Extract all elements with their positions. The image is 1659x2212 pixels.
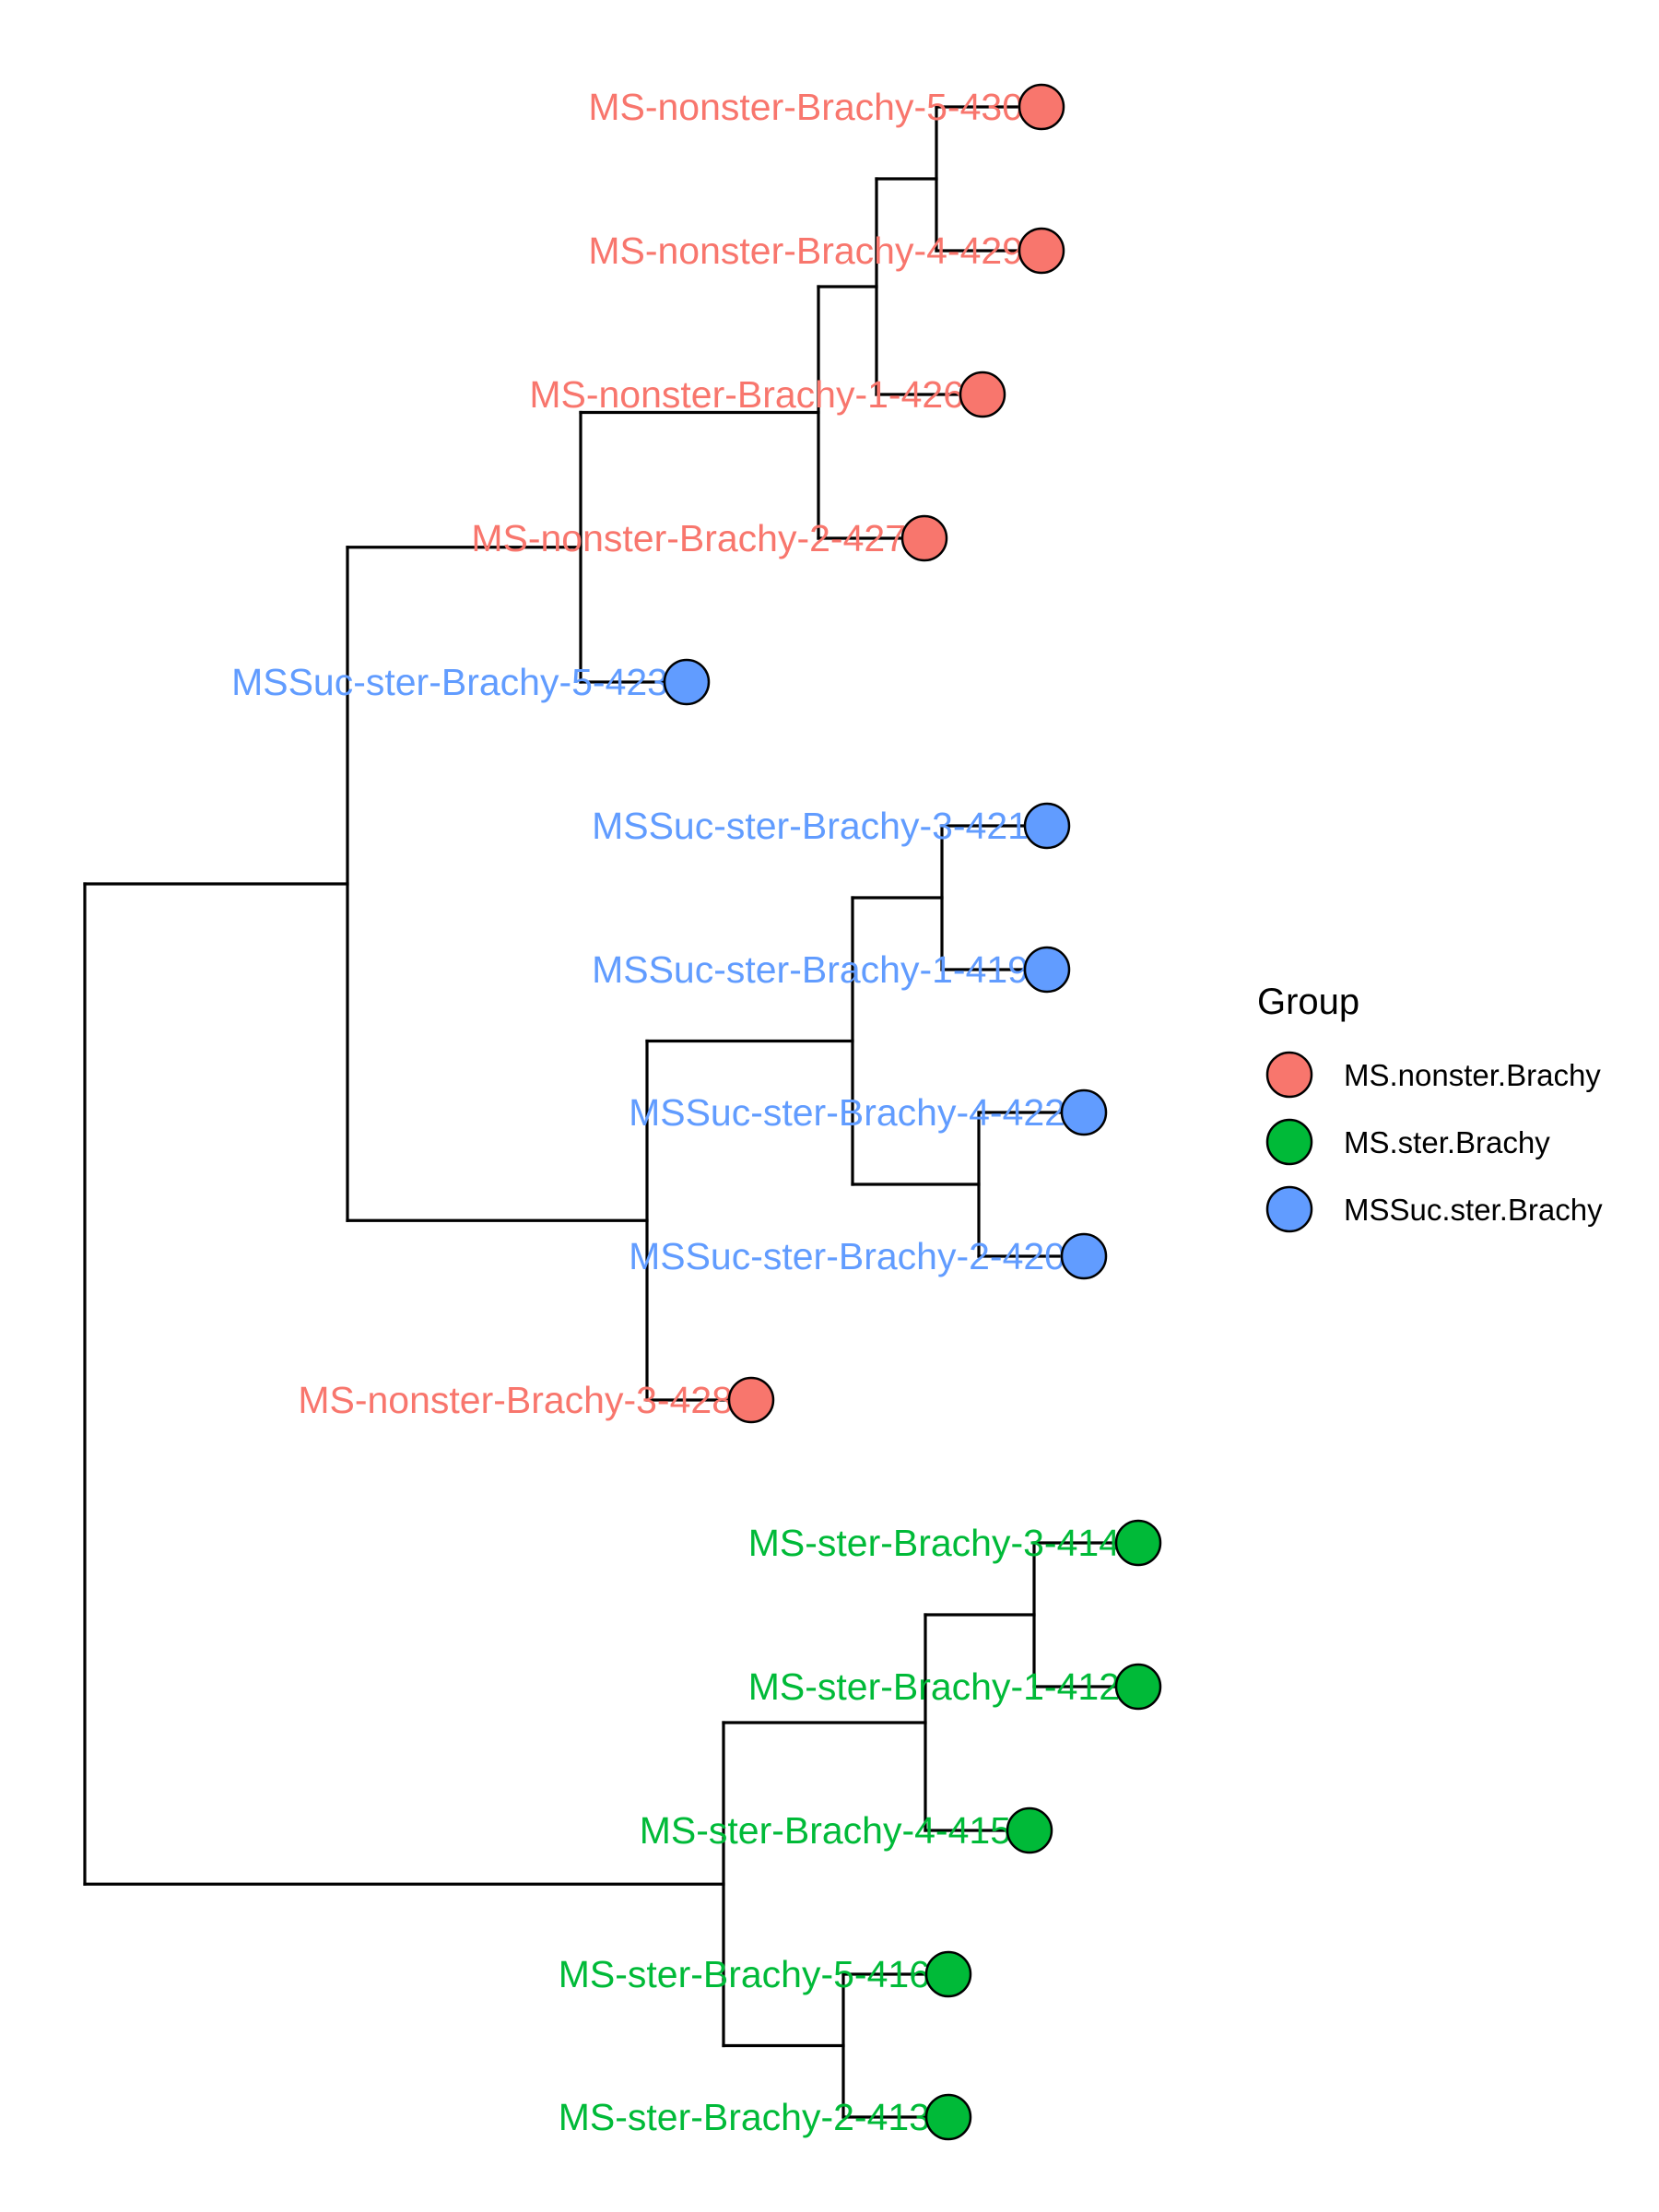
tip-point	[924, 2093, 972, 2141]
tip-point	[1114, 1519, 1162, 1567]
tip-label: MS-nonster-Brachy-2-427	[471, 517, 906, 559]
tip-label: MSSuc-ster-Brachy-3-421	[592, 805, 1029, 847]
tip-point	[1006, 1806, 1053, 1854]
tip-point	[900, 514, 948, 562]
tip-label: MS-nonster-Brachy-3-428	[298, 1379, 733, 1421]
tip-point	[663, 658, 711, 706]
tip-label: MS-ster-Brachy-5-416	[559, 1953, 930, 1995]
tip-point	[1018, 83, 1065, 131]
tip-point	[1060, 1232, 1108, 1280]
legend-label-mssuc: MSSuc.ster.Brachy	[1344, 1193, 1603, 1227]
tip-label: MS-ster-Brachy-3-414	[748, 1522, 1120, 1564]
tip-label: MSSuc-ster-Brachy-4-422	[629, 1091, 1065, 1134]
tip-labels: MS-nonster-Brachy-5-430MS-nonster-Brachy…	[231, 86, 1120, 2138]
tip-point	[924, 1950, 972, 1998]
tip-point	[1018, 227, 1065, 275]
tip-label: MS-ster-Brachy-2-413	[559, 2096, 930, 2138]
tip-point	[1023, 802, 1071, 850]
legend: Group MS.nonster.Brachy MS.ster.Brachy M…	[1257, 982, 1603, 1233]
tip-label: MS-ster-Brachy-4-415	[640, 1809, 1011, 1852]
legend-label-ster: MS.ster.Brachy	[1344, 1125, 1550, 1159]
tip-label: MS-nonster-Brachy-4-429	[588, 229, 1023, 272]
tip-label: MS-nonster-Brachy-5-430	[588, 86, 1023, 128]
tip-point	[1023, 946, 1071, 994]
tip-point	[1060, 1088, 1108, 1136]
tip-label: MSSuc-ster-Brachy-1-419	[592, 948, 1029, 991]
tip-label: MSSuc-ster-Brachy-5-423	[231, 661, 668, 703]
legend-key-nonster	[1265, 1051, 1313, 1099]
tip-label: MS-ster-Brachy-1-412	[748, 1665, 1120, 1708]
tip-label: MSSuc-ster-Brachy-2-420	[629, 1235, 1065, 1277]
tip-point	[1114, 1663, 1162, 1711]
legend-key-ster	[1265, 1118, 1313, 1166]
tip-label: MS-nonster-Brachy-1-426	[529, 373, 964, 416]
legend-label-nonster: MS.nonster.Brachy	[1344, 1058, 1601, 1092]
tip-point	[727, 1376, 775, 1424]
legend-title: Group	[1257, 982, 1359, 1022]
legend-key-mssuc	[1265, 1185, 1313, 1233]
tip-point	[959, 371, 1006, 418]
tip-points	[663, 83, 1162, 2141]
